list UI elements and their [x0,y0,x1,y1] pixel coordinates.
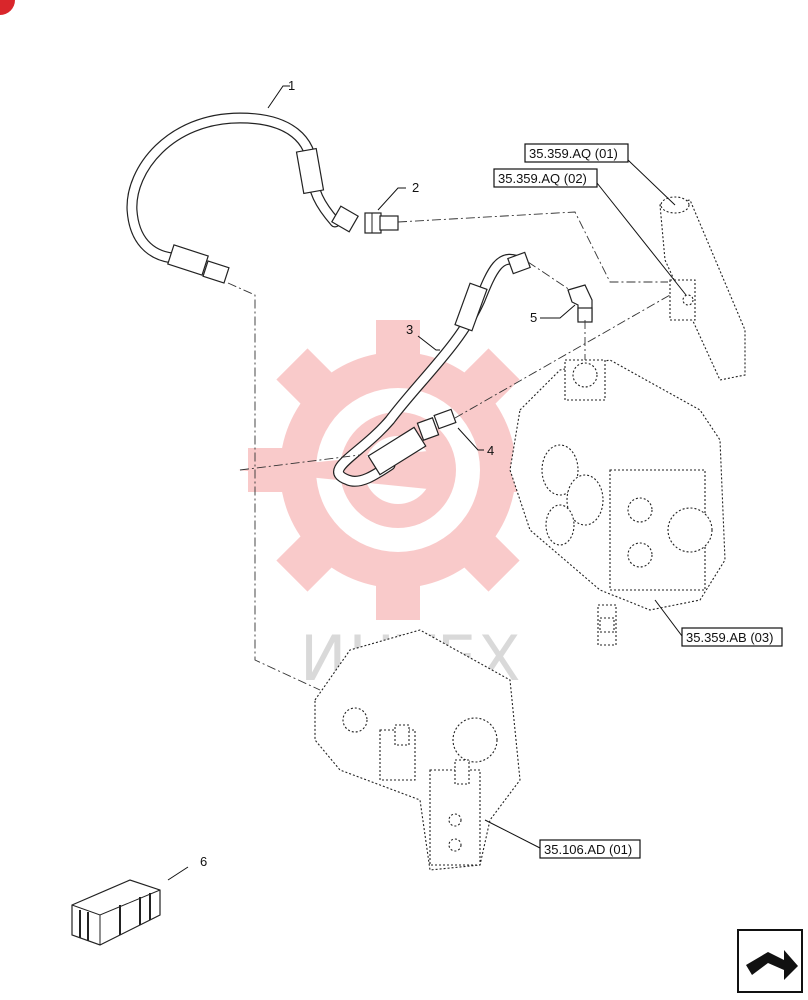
pump-block [314,629,521,871]
hose-1 [126,112,359,284]
connection-centerlines [227,211,671,691]
reference-box[interactable]: 35.359.AQ (01) [524,143,629,163]
control-valve [509,359,726,646]
reference-label: 35.106.AD (01) [544,842,632,857]
leader-lines [167,85,687,881]
callout-4: 4 [487,443,494,458]
brand-badge-icon [0,0,15,15]
reference-label: 35.359.AQ (02) [498,171,587,186]
valve-actuator [659,196,746,381]
fitting-2 [364,212,399,234]
reference-box[interactable]: 35.359.AB (03) [681,627,783,647]
callout-1: 1 [288,78,295,93]
callout-6: 6 [200,854,207,869]
hose-3 [333,251,531,487]
reference-label: 35.359.AB (03) [686,630,773,645]
callout-2: 2 [412,180,419,195]
kit-box-icon [71,879,161,946]
watermark-gear-icon [238,320,548,620]
return-arrow-icon[interactable] [737,929,803,993]
reference-label: 35.359.AQ (01) [529,146,618,161]
callout-5: 5 [530,310,537,325]
reference-box[interactable]: 35.106.AD (01) [539,839,641,859]
fitting-5 [567,284,593,323]
reference-box[interactable]: 35.359.AQ (02) [493,168,598,188]
fitting-4 [416,408,457,441]
callout-3: 3 [406,322,413,337]
